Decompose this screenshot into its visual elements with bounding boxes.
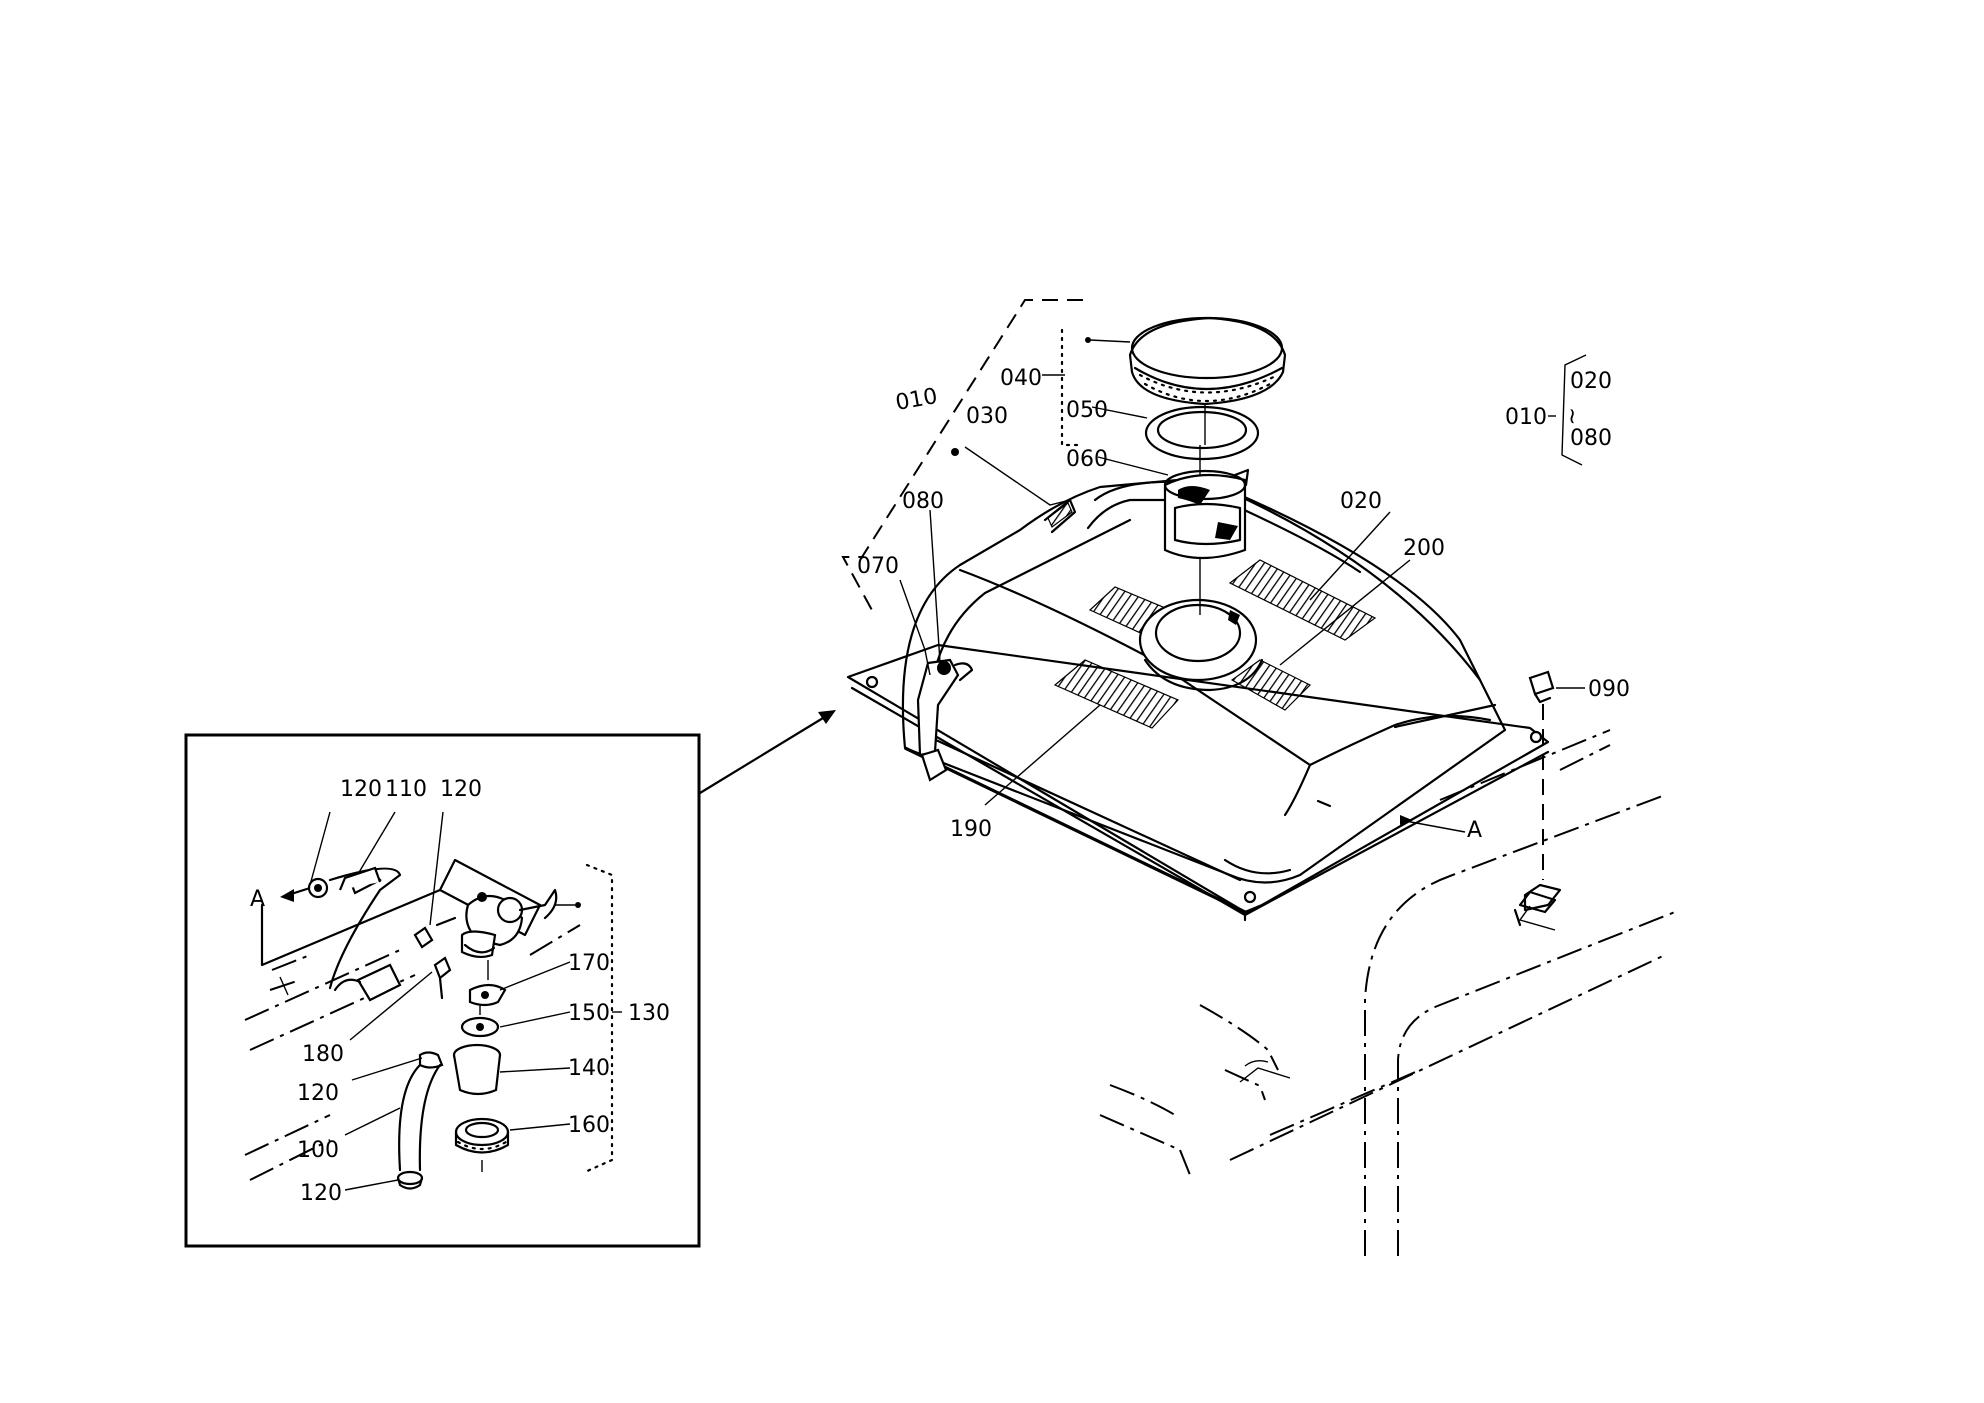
inset-arrow-a: A <box>250 887 265 912</box>
callout-060: 060 <box>1066 447 1108 472</box>
section-a-label: A <box>1467 818 1482 843</box>
main-view-leaders <box>698 299 1585 833</box>
generator-frame-outline <box>1099 729 1681 1256</box>
legend-parent: 010 <box>1505 405 1547 430</box>
inset-callout-130: 130 <box>628 1001 670 1026</box>
inset-callout-160: 160 <box>568 1113 610 1138</box>
callout-020: 020 <box>1340 489 1382 514</box>
callout-090: 090 <box>1588 677 1630 702</box>
callout-070: 070 <box>857 554 899 579</box>
legend-tilde: ~ <box>1559 407 1584 425</box>
inset-callout-120-top-right: 120 <box>440 777 482 802</box>
legend-range: 010 020 ~ 080 <box>1505 369 1612 451</box>
fuel-tank <box>846 476 1562 927</box>
inset-callout-120-bottom: 120 <box>300 1181 342 1206</box>
inset-callout-110: 110 <box>385 777 427 802</box>
inset-callout-180: 180 <box>302 1042 344 1067</box>
callout-200: 200 <box>1403 536 1445 561</box>
legend-to: 080 <box>1570 426 1612 451</box>
fuel-cock-detail <box>244 811 622 1191</box>
inset-callouts: A 120 110 120 170 150 130 180 120 140 10… <box>250 777 670 1206</box>
legend-from: 020 <box>1570 369 1612 394</box>
filler-cap-assembly <box>1128 316 1287 615</box>
inset-callout-150: 150 <box>568 1001 610 1026</box>
callout-040: 040 <box>1000 366 1042 391</box>
inset-callout-100: 100 <box>297 1138 339 1163</box>
callout-030: 030 <box>966 404 1008 429</box>
inset-callout-140: 140 <box>568 1056 610 1081</box>
callout-050: 050 <box>1066 398 1108 423</box>
fuel-cock-inset-frame <box>184 733 701 1248</box>
callout-080: 080 <box>902 489 944 514</box>
inset-callout-120-top-left: 120 <box>340 777 382 802</box>
main-callouts: 010 030 080 070 040 050 060 020 200 190 … <box>857 366 1630 843</box>
callout-190: 190 <box>950 817 992 842</box>
legend-bracket <box>1548 354 1587 466</box>
callout-010-tank: 010 <box>894 384 940 416</box>
inset-callout-120-mid: 120 <box>297 1081 339 1106</box>
inset-callout-170: 170 <box>568 951 610 976</box>
